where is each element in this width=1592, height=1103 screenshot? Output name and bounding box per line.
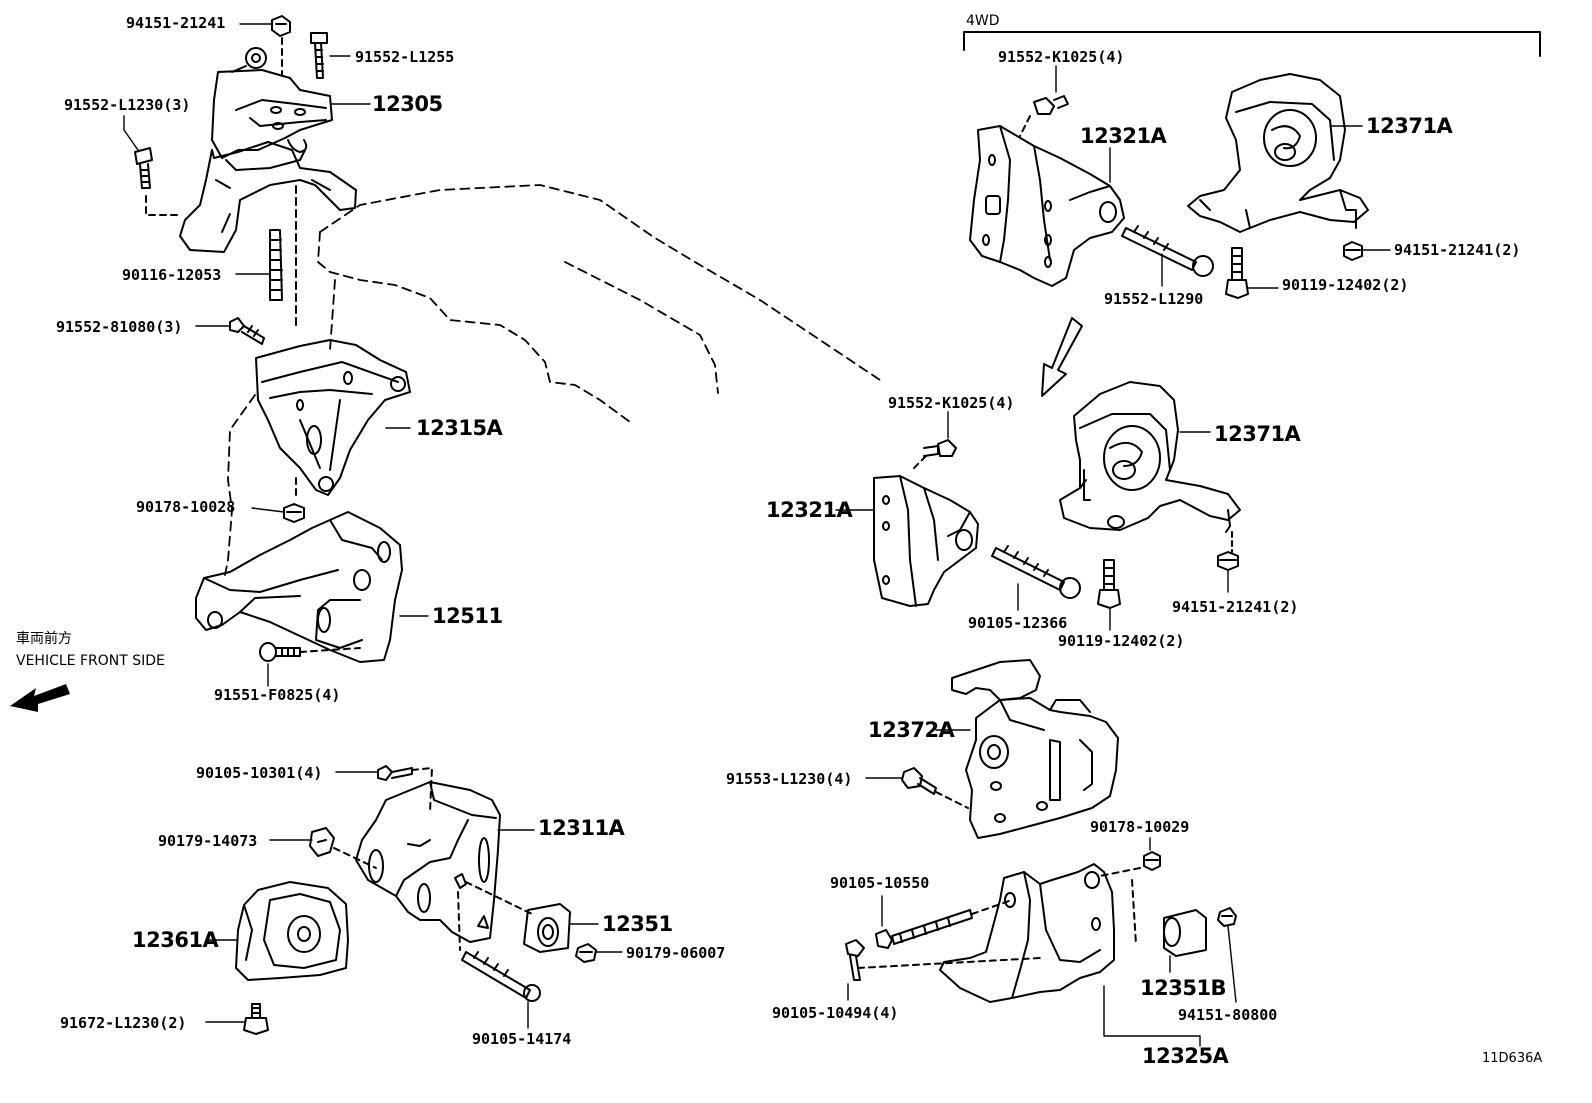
part-label-12351: 12351 [602, 912, 673, 936]
part-label-90179-06007: 90179-06007 [626, 944, 726, 962]
part-label-91552-L1230: 91552-L1230(3) [64, 96, 191, 114]
part-label-90119-12402: 90119-12402(2) [1058, 632, 1185, 650]
bolt-91551-F0825 [260, 643, 360, 661]
part-label-12351B: 12351B [1140, 976, 1227, 1000]
part-label-91552-L1290: 91552-L1290 [1104, 290, 1204, 308]
part-label-12371A-4wd: 12371A [1366, 114, 1453, 138]
part-label-94151-21241: 94151-21241 [126, 14, 226, 32]
bolt-91672-L1230 [244, 1004, 268, 1034]
front-arrow [10, 684, 70, 712]
bracket-12315A [256, 340, 410, 495]
bolts-12321A-4wd [1020, 96, 1213, 276]
part-label-12361A: 12361A [132, 928, 219, 952]
part-label-90105-10550: 90105-10550 [830, 874, 930, 892]
part-label-90119-12402-4wd: 90119-12402(2) [1282, 276, 1409, 294]
bushing-12351B [1164, 910, 1206, 956]
bracket-12321A [874, 476, 978, 606]
part-label-94151-21241-4wd: 94151-21241(2) [1394, 241, 1521, 259]
mount-12305 [180, 48, 356, 252]
group-label-4wd: 4WD [966, 13, 1000, 29]
part-label-12325A: 12325A [1142, 1044, 1229, 1068]
bracket-12325A [940, 864, 1114, 1002]
front-direction-jp: 車両前方 [16, 631, 72, 647]
part-label-12305: 12305 [372, 92, 443, 116]
part-label-12372A: 12372A [868, 718, 955, 742]
part-label-91552-K1025: 91552-K1025(4) [888, 394, 1015, 412]
part-label-12311A: 12311A [538, 816, 625, 840]
part-label-12511: 12511 [432, 604, 503, 628]
fasteners-4wd-upper [1226, 242, 1362, 298]
bolt-91553-L1230 [902, 768, 968, 808]
bracket-12511 [196, 512, 402, 662]
mount-12371A-4wd [1188, 74, 1368, 232]
part-label-91551-F0825: 91551-F0825(4) [214, 686, 341, 704]
engine-outline [225, 185, 880, 575]
4wd-bracket-line [964, 32, 1540, 56]
part-label-91672-L1230: 91672-L1230(2) [60, 1014, 187, 1032]
bolts-12311A [310, 766, 540, 1001]
part-label-90105-14174: 90105-14174 [472, 1030, 572, 1048]
mount-12372A [952, 660, 1118, 838]
nut-94151-80800 [1218, 908, 1236, 926]
part-label-91552-81080: 91552-81080(3) [56, 318, 183, 336]
bushing-12351 [524, 904, 570, 952]
fasteners-top-left [135, 16, 327, 344]
part-label-12321A-4wd: 12321A [1080, 124, 1167, 148]
part-label-12321A: 12321A [766, 498, 853, 522]
figure-id: 11D636A [1482, 1051, 1543, 1066]
part-label-94151-21241: 94151-21241(2) [1172, 598, 1299, 616]
part-label-90105-10494: 90105-10494(4) [772, 1004, 899, 1022]
bracket-12311A [356, 782, 500, 942]
nut-90178-10028 [284, 478, 304, 522]
nut-90179-06007 [576, 944, 596, 962]
bracket-12321A-4wd [970, 126, 1124, 286]
part-label-90105-10301: 90105-10301(4) [196, 764, 323, 782]
part-label-90116-12053: 90116-12053 [122, 266, 222, 284]
mount-12371A [1060, 382, 1240, 532]
part-label-12371A: 12371A [1214, 422, 1301, 446]
mount-12361A [236, 882, 348, 980]
leader-lines [124, 24, 1390, 1046]
assembly-arrow [1042, 318, 1082, 396]
part-label-90178-10029: 90178-10029 [1090, 818, 1190, 836]
nut-94151-21241 [1218, 532, 1238, 570]
part-label-12315A: 12315A [416, 416, 503, 440]
part-label-94151-80800: 94151-80800 [1178, 1006, 1278, 1024]
part-label-90179-14073: 90179-14073 [158, 832, 258, 850]
part-label-91552-L1255: 91552-L1255 [355, 48, 455, 66]
front-direction-en: VEHICLE FRONT SIDE [16, 653, 165, 669]
bolts-12325A [846, 852, 1160, 980]
part-label-90178-10028: 90178-10028 [136, 498, 236, 516]
part-label-91552-K1025-4wd: 91552-K1025(4) [998, 48, 1125, 66]
bolts-12321A [912, 440, 1120, 608]
part-label-90105-12366: 90105-12366 [968, 614, 1068, 632]
part-label-91553-L1230: 91553-L1230(4) [726, 770, 853, 788]
